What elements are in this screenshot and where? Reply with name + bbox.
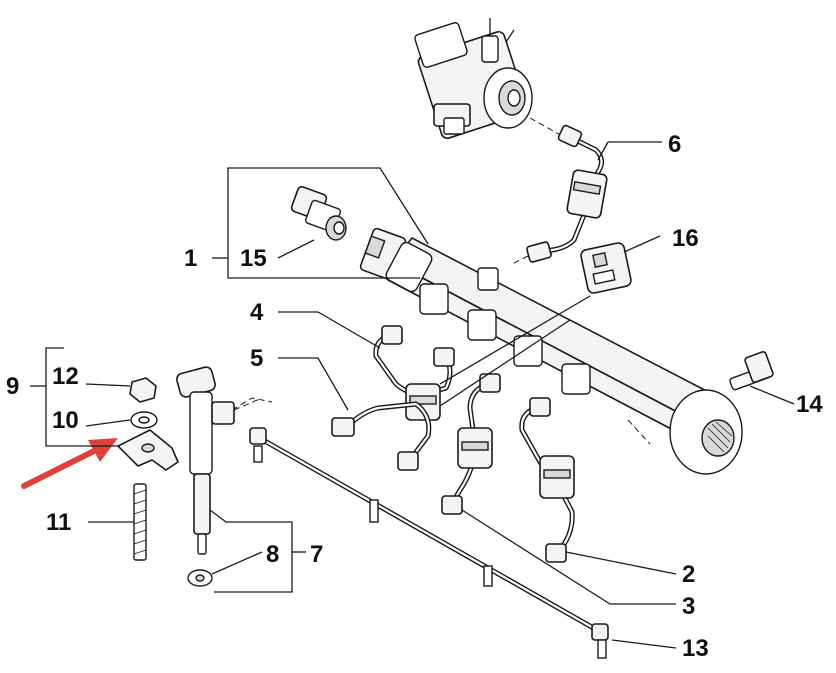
callout-16: 16: [672, 225, 699, 252]
callout-6: 6: [668, 131, 681, 158]
rail-outlet-ports: [419, 267, 591, 395]
injector-7: [176, 366, 263, 555]
return-line-13: [231, 397, 609, 659]
callout-2: 2: [682, 561, 695, 588]
callout-7: 7: [310, 541, 323, 568]
rail-end-grill: [707, 421, 733, 453]
callout-8: 8: [266, 541, 279, 568]
clamp-bracket: [117, 429, 179, 471]
washer-10: [130, 411, 158, 429]
nut-12: [129, 377, 157, 403]
injector-pipe-2: [519, 397, 575, 563]
clip-16: [580, 242, 632, 294]
callout-15: 15: [240, 245, 267, 272]
callout-10: 10: [52, 407, 79, 434]
pressure-sensor-15: [290, 185, 347, 241]
highlight-arrow: [21, 438, 118, 489]
callout-5: 5: [250, 345, 263, 372]
callout-13: 13: [682, 635, 709, 662]
callout-4: 4: [250, 299, 264, 326]
high-pressure-pump: [414, 18, 567, 140]
callout-1: 1: [184, 245, 197, 272]
leader-lines: [30, 141, 795, 649]
injector-pipe-3: [441, 373, 501, 515]
washer-8: [187, 569, 213, 587]
callout-14: 14: [796, 391, 823, 418]
pipe-6: [511, 124, 608, 265]
callout-12: 12: [52, 363, 79, 390]
injector-pipe-5: [331, 401, 432, 471]
callout-9: 9: [6, 373, 19, 400]
injector-pipe-4: [373, 325, 455, 421]
bolt-14: [729, 351, 774, 391]
callout-3: 3: [682, 593, 695, 620]
fuel-rail-1: [359, 227, 743, 475]
callout-labels: 1 15 6 16 4 5 14 2 3 13 7 8 9 12 10 11: [6, 131, 823, 662]
stud-11: [133, 483, 147, 561]
callout-11: 11: [46, 509, 71, 536]
